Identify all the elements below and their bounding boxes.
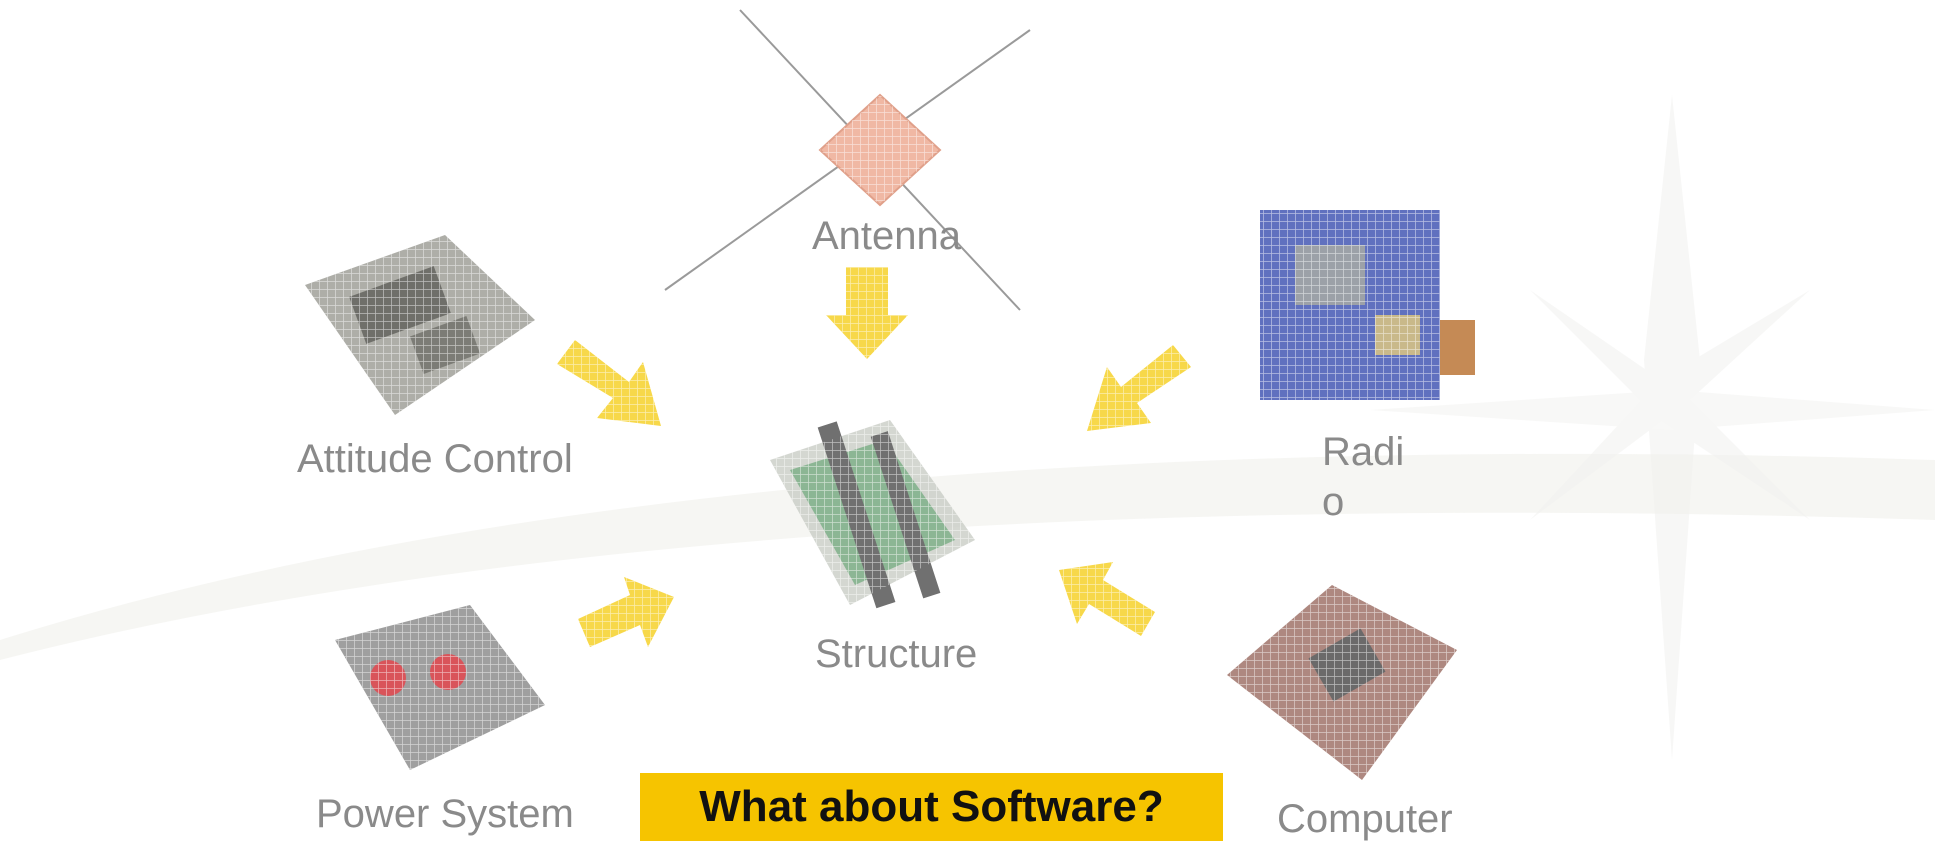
- software-callout: What about Software?: [640, 773, 1223, 841]
- arrow-attitude-to-structure: [557, 340, 661, 426]
- structure-label: Structure: [815, 632, 978, 676]
- computer-label: Computer: [1277, 797, 1453, 841]
- radio-board-image: [1260, 210, 1475, 400]
- radio-label: Radio: [1322, 430, 1405, 524]
- attitude-control-label: Attitude Control: [297, 437, 573, 481]
- arrow-antenna-to-structure: [826, 267, 908, 359]
- swoosh-arc: [0, 453, 1935, 660]
- attitude-control-board-image: [305, 235, 535, 415]
- arrow-power-to-structure: [578, 577, 674, 647]
- arrow-computer-to-structure: [1059, 562, 1155, 636]
- arrow-radio-to-structure: [1087, 345, 1191, 431]
- structure-image: [770, 420, 975, 609]
- power-system-label: Power System: [316, 792, 574, 836]
- power-system-board-image: [335, 605, 545, 770]
- computer-board-image: [1227, 585, 1457, 780]
- antenna-label: Antenna: [812, 214, 962, 258]
- compass-star-decoration: [1370, 95, 1935, 760]
- antenna-image: [664, 9, 1031, 311]
